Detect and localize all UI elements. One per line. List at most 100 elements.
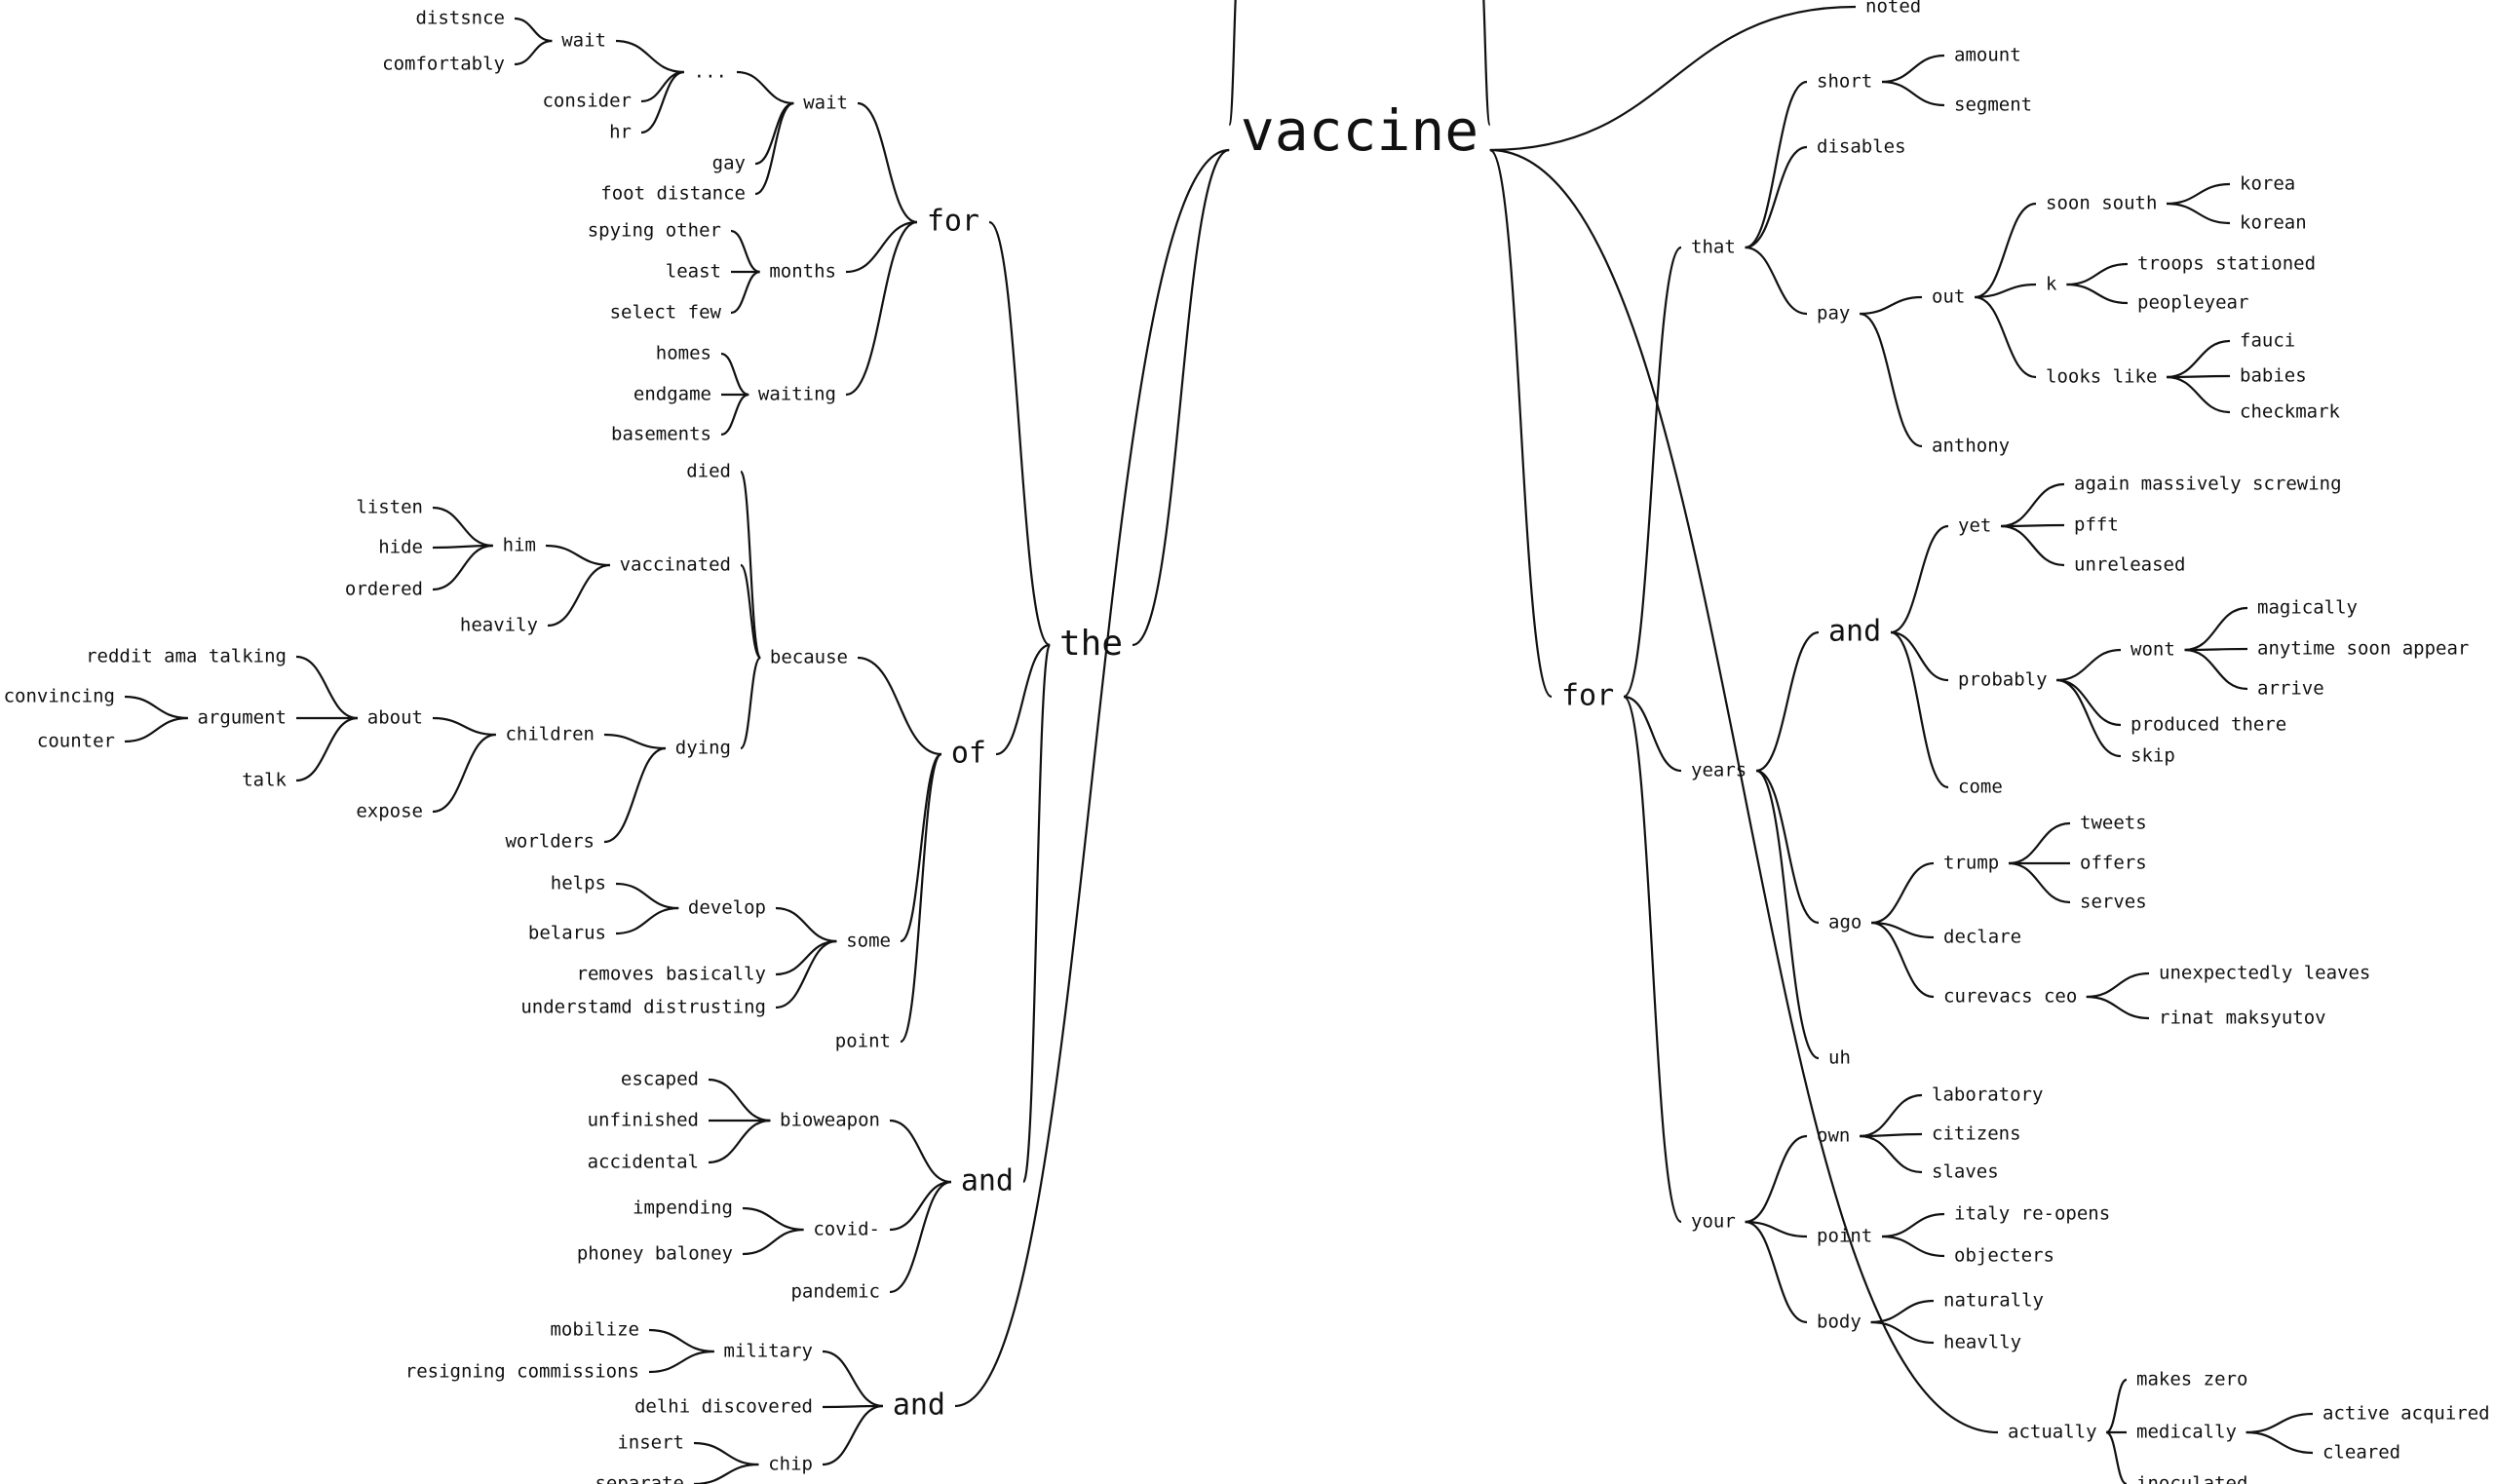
word-hr: hr (609, 122, 632, 143)
tree-connector (2086, 971, 2150, 999)
word-inoculated: inoculated (2136, 1473, 2247, 1484)
tree-connector (432, 733, 496, 814)
tree-connector (1021, 643, 1052, 1184)
word-covid: covid- (813, 1219, 880, 1240)
word-worlders: worlders (505, 831, 595, 853)
word-because: because (770, 647, 848, 668)
tree-connector (295, 655, 359, 720)
word-point: point (1817, 1226, 1872, 1247)
tree-connector (2166, 202, 2231, 225)
tree-connector (693, 1441, 759, 1466)
tree-connector (1623, 246, 1682, 699)
tree-connector (432, 506, 493, 548)
word-rinat-maksyutov: rinat maksyutov (2159, 1008, 2326, 1029)
tree-connector (2166, 339, 2231, 379)
word-offers: offers (2080, 853, 2147, 874)
word-and: and (893, 1389, 945, 1423)
tree-connector (2001, 482, 2065, 528)
tree-connector (1860, 1134, 1923, 1174)
word-months: months (769, 261, 836, 283)
word-gay: gay (712, 153, 746, 174)
word-for: for (927, 205, 979, 239)
word-italy-re-opens: italy re-opens (1954, 1203, 2110, 1225)
word-endgame: endgame (633, 384, 711, 405)
tree-connector (545, 544, 611, 567)
word-medically: medically (2136, 1422, 2237, 1443)
tree-connector (775, 939, 837, 1009)
tree-connector (2166, 375, 2231, 414)
word-amount: amount (1954, 45, 2021, 66)
tree-connector (615, 906, 679, 935)
tree-connector (995, 643, 1051, 756)
word-military: military (723, 1341, 813, 1362)
word-vaccinated: vaccinated (620, 554, 731, 576)
word-laboratory: laboratory (1932, 1084, 2043, 1106)
word-develop: develop (688, 897, 766, 919)
word-insert: insert (617, 1432, 684, 1454)
tree-connector (1890, 630, 1949, 789)
tree-connector (1755, 630, 1820, 773)
word-removes-basically: removes basically (577, 964, 766, 985)
word-vaccine: vaccine (1241, 97, 1478, 164)
word-again-massively-screwing: again massively screwing (2074, 474, 2342, 495)
tree-connector (1890, 630, 1949, 682)
tree-connector (615, 39, 684, 74)
word-korean: korean (2240, 212, 2307, 234)
word-heavily: heavily (460, 615, 538, 636)
tree-connector (1489, 148, 1553, 699)
tree-connector (603, 746, 667, 844)
tree-connector (822, 1350, 884, 1408)
word-body: body (1817, 1312, 1862, 1333)
word-least: least (666, 261, 721, 283)
tree-connector (1482, 0, 1491, 127)
word-declare: declare (1943, 927, 2021, 948)
word-convincing: convincing (4, 686, 115, 707)
tree-connector (648, 1328, 714, 1353)
word-come: come (1958, 777, 2003, 798)
tree-connector (1755, 769, 1820, 1060)
word-delhi-discovered: delhi discovered (634, 1396, 813, 1418)
tree-connector (693, 1463, 759, 1484)
tree-connector (432, 544, 493, 591)
word-noted: noted (1865, 0, 1921, 18)
word-your: your (1691, 1211, 1736, 1233)
word-own: own (1817, 1125, 1850, 1147)
tree-connector (954, 148, 1230, 1408)
tree-connector (1745, 1220, 1808, 1238)
tree-connector (1871, 861, 1935, 925)
word-ellipsis: ... (694, 61, 727, 83)
word-k: k (2046, 274, 2057, 295)
word-talk: talk (242, 770, 287, 791)
word-serves: serves (2080, 892, 2147, 913)
tree-connector (889, 1119, 952, 1184)
word-basements: basements (611, 424, 711, 445)
word-resigning-commissions: resigning commissions (405, 1361, 639, 1383)
tree-connector (1489, 5, 1857, 152)
word-waiting: waiting (758, 384, 836, 405)
tree-connector (1623, 695, 1682, 773)
word-ordered: ordered (345, 579, 423, 600)
tree-connector (1870, 1320, 1935, 1345)
word-reddit-ama-talking: reddit ama talking (86, 646, 287, 667)
word-point: point (835, 1031, 891, 1052)
tree-connector (615, 882, 679, 910)
tree-connector (708, 1078, 771, 1123)
word-ago: ago (1828, 912, 1862, 933)
tree-connector (988, 220, 1051, 647)
tree-connector (720, 393, 749, 437)
tree-connector (1860, 295, 1923, 316)
word-unreleased: unreleased (2074, 554, 2185, 576)
tree-connector (2184, 606, 2248, 652)
tree-connector (1881, 54, 1945, 84)
tree-connector (2246, 1430, 2314, 1455)
word-citizens: citizens (1932, 1123, 2021, 1145)
tree-connector (900, 752, 942, 943)
word-and: and (1828, 615, 1881, 649)
word-argument: argument (197, 707, 287, 729)
word-uh: uh (1828, 1047, 1851, 1069)
word-slaves: slaves (1932, 1161, 1999, 1183)
tree-connector (514, 39, 553, 66)
tree-connector (648, 1350, 714, 1374)
tree-connector (432, 716, 496, 737)
